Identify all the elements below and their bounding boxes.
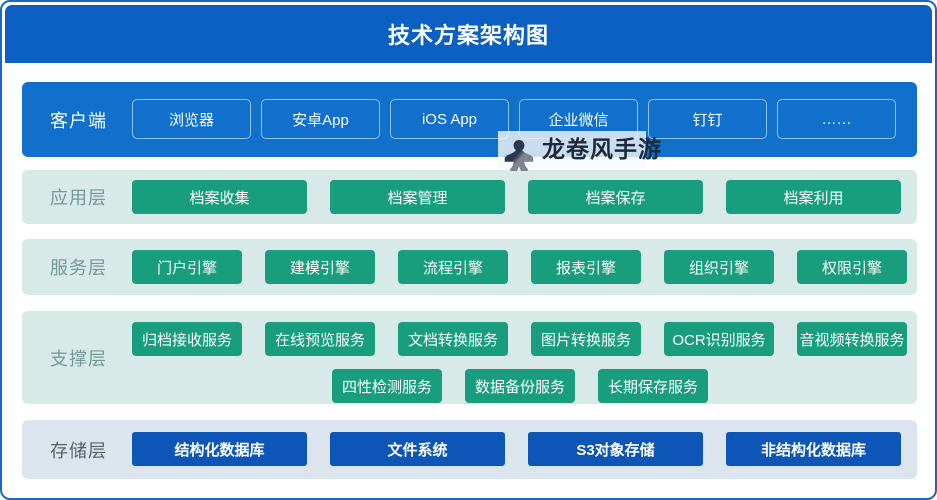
page-title: 技术方案架构图 [387,23,549,48]
diagram-title-bar: 技术方案架构图 [5,5,932,63]
layer-service: 服务层 门户引擎建模引擎流程引擎报表引擎组织引擎权限引擎 [22,239,917,295]
support-items-row1: 归档接收服务在线预览服务文档转换服务图片转换服务 OCR识别服务音视频转换服务 [132,322,907,356]
storage-item: 文件系统 [330,432,505,466]
support-item: 归档接收服务 [132,322,242,356]
layer-support: 支撑层 归档接收服务在线预览服务文档转换服务图片转换服务 OCR识别服务音视频转换… [22,311,917,404]
layer-application: 应用层 档案收集档案管理档案保存档案利用 [22,170,917,224]
application-item: 档案利用 [726,180,901,214]
layer-label-client: 客户端 [50,110,107,131]
client-item: 安卓App [261,99,380,139]
service-item: 权限引擎 [797,250,907,284]
support-item: OCR识别服务 [664,322,774,356]
client-item: …… [777,99,896,139]
application-item: 档案收集 [132,180,307,214]
support-item: 数据备份服务 [465,369,575,403]
service-item: 流程引擎 [398,250,508,284]
meeple-icon [504,140,534,171]
support-item: 四性检测服务 [332,369,442,403]
application-item: 档案保存 [528,180,703,214]
support-item: 图片转换服务 [531,322,641,356]
service-item: 建模引擎 [265,250,375,284]
storage-item: 非结构化数据库 [726,432,901,466]
support-item: 在线预览服务 [265,322,375,356]
layer-label-support: 支撑层 [50,348,107,369]
application-item: 档案管理 [330,180,505,214]
layer-label-application: 应用层 [50,188,107,208]
layer-label-storage: 存储层 [50,440,107,461]
support-items-row2: 四性检测服务数据备份服务长期保存服务 [332,369,708,403]
layer-label-service: 服务层 [50,258,107,278]
application-items: 档案收集档案管理档案保存档案利用 [132,180,901,214]
support-item: 长期保存服务 [598,369,708,403]
storage-items: 结构化数据库文件系统 S3对象存储非结构化数据库 [132,432,901,466]
client-item: 钉钉 [648,99,767,139]
service-item: 报表引擎 [531,250,641,284]
service-items: 门户引擎建模引擎流程引擎报表引擎组织引擎权限引擎 [132,250,907,284]
support-item: 文档转换服务 [398,322,508,356]
support-item: 音视频转换服务 [797,322,907,356]
watermark: 龙卷风手游 [498,131,661,171]
storage-item: S3对象存储 [528,432,703,466]
service-item: 组织引擎 [664,250,774,284]
service-item: 门户引擎 [132,250,242,284]
watermark-text: 龙卷风手游 [542,136,662,162]
client-item: 浏览器 [132,99,251,139]
storage-item: 结构化数据库 [132,432,307,466]
client-item: iOS App [390,99,509,139]
layer-storage: 存储层 结构化数据库文件系统 S3对象存储非结构化数据库 [22,420,917,479]
